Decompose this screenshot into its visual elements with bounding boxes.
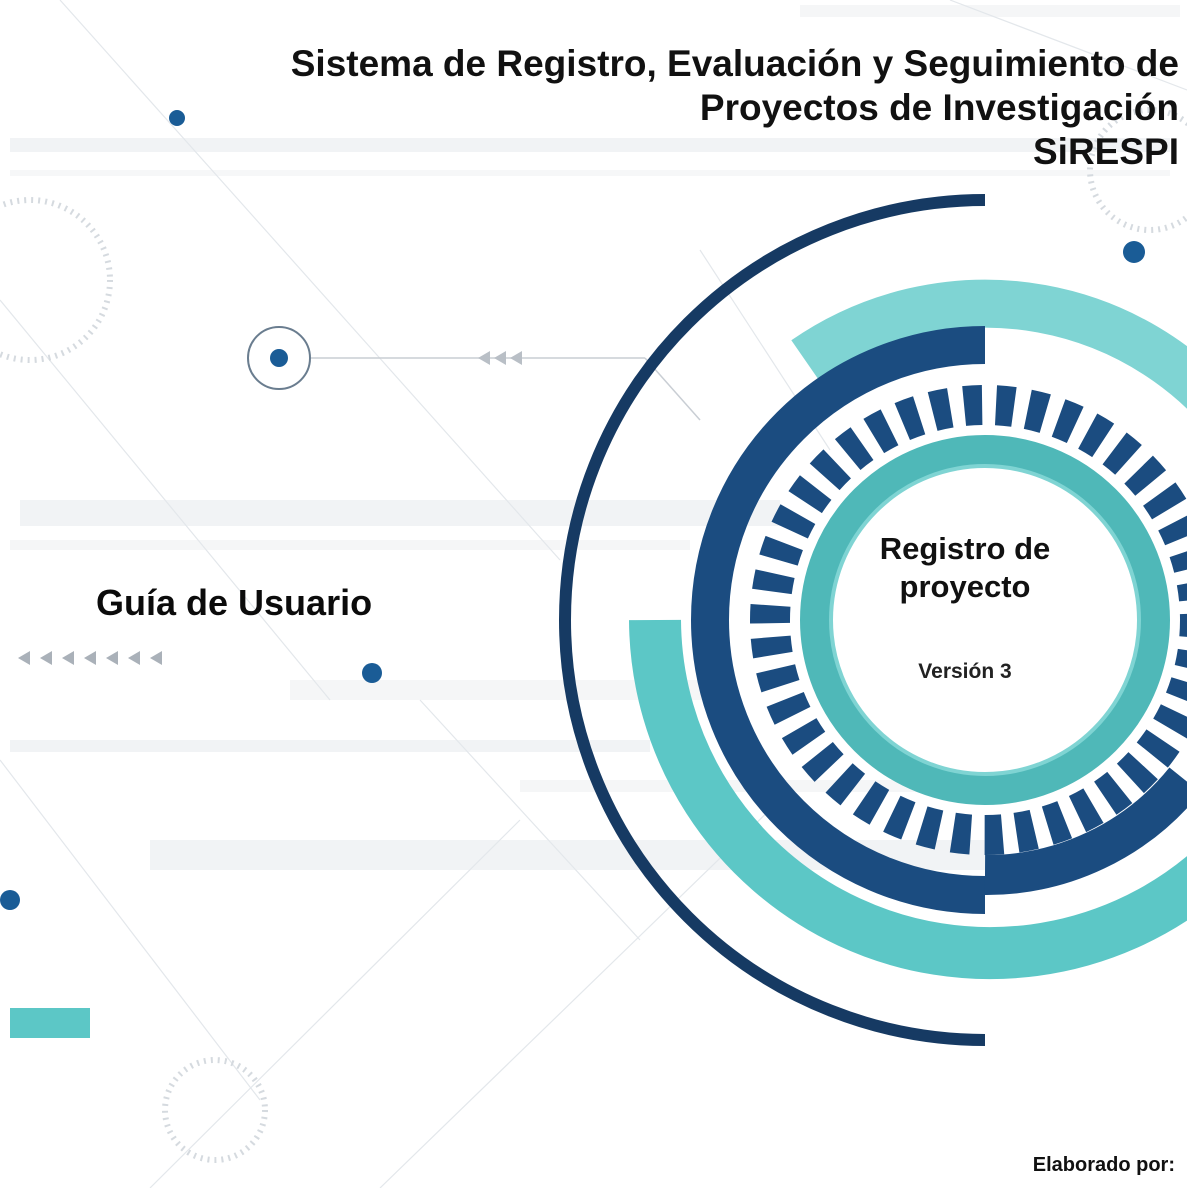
concentric-rings bbox=[559, 194, 1187, 1046]
version-label: Versión 3 bbox=[918, 660, 1012, 683]
dotted-circles bbox=[0, 107, 1187, 1163]
system-acronym: SiRESPI bbox=[1033, 131, 1179, 172]
teal-bar bbox=[10, 1008, 90, 1038]
prepared-by-label: Elaborado por: bbox=[1032, 1154, 1175, 1176]
guide-title: Guía de Usuario bbox=[96, 582, 373, 623]
title-line-1: Sistema de Registro, Evaluación y Seguim… bbox=[290, 43, 1179, 84]
decorative-dots bbox=[0, 110, 1145, 910]
document-title: Registro de proyecto bbox=[845, 530, 1085, 606]
document-title-line-1: Registro de bbox=[879, 531, 1051, 566]
title-line-2: Proyectos de Investigación bbox=[699, 87, 1179, 128]
arrow-row bbox=[18, 651, 162, 665]
connector-line bbox=[247, 326, 701, 421]
system-title: Sistema de Registro, Evaluación y Seguim… bbox=[79, 42, 1179, 174]
document-title-line-2: proyecto bbox=[899, 569, 1031, 604]
